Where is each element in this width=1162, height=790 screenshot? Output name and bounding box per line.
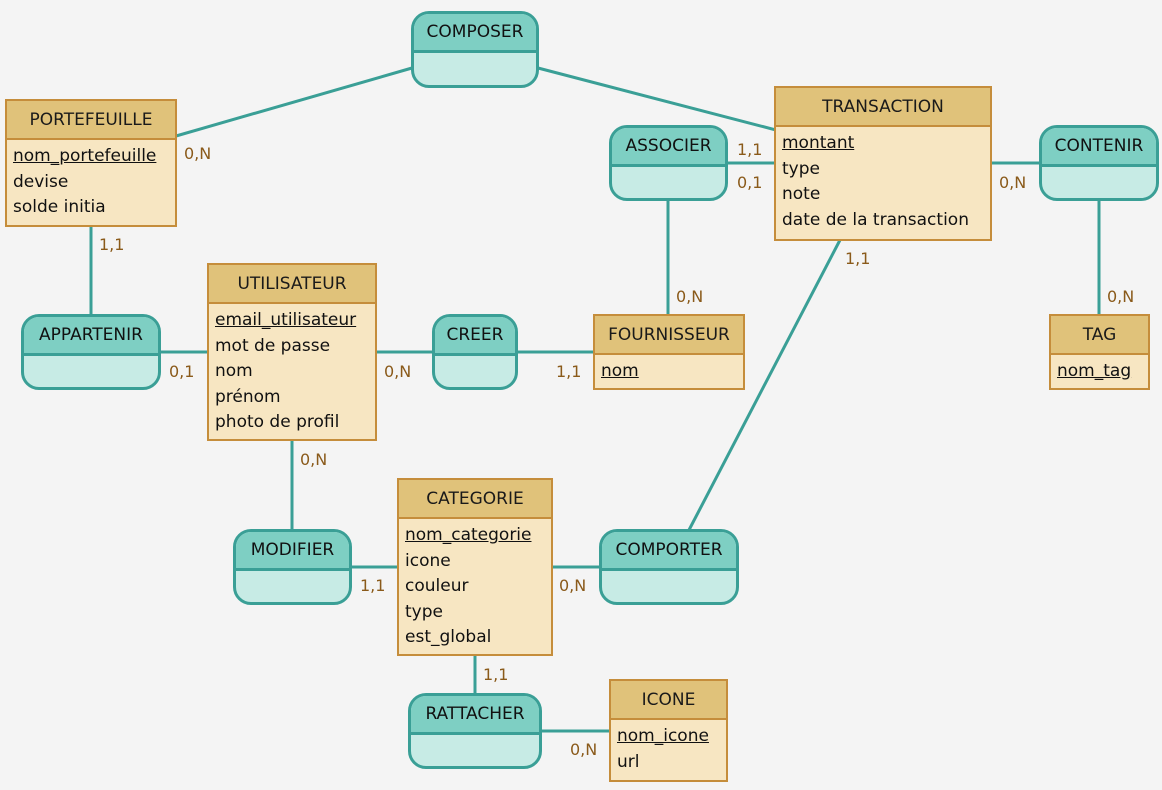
cardinality-fournisseur-creer: 1,1 xyxy=(556,362,582,381)
cardinality-fournisseur-associer: 0,N xyxy=(676,287,704,306)
attribute-key: nom xyxy=(601,361,639,381)
association-title: COMPORTER xyxy=(602,532,736,571)
cardinality-utilisateur-modifier: 0,N xyxy=(300,450,328,469)
association-title: CREER xyxy=(435,317,515,356)
cardinality-transaction-associer: 1,1 xyxy=(737,140,763,159)
association-appartenir[interactable]: APPARTENIR xyxy=(21,314,161,390)
association-associer[interactable]: ASSOCIER xyxy=(609,125,728,201)
association-rattacher[interactable]: RATTACHER xyxy=(408,693,542,769)
entity-title: PORTEFEUILLE xyxy=(7,101,175,140)
attribute: nom xyxy=(215,361,253,381)
attribute-key: nom_tag xyxy=(1057,361,1132,381)
association-title: APPARTENIR xyxy=(24,317,158,356)
attribute: est_global xyxy=(405,627,492,647)
attribute-key: nom_portefeuille xyxy=(13,146,157,166)
cardinality-tag-contenir: 0,N xyxy=(1107,287,1135,306)
attribute-key: nom_categorie xyxy=(405,525,532,545)
entity-title: CATEGORIE xyxy=(399,480,551,519)
cardinality-transaction-comporter: 1,1 xyxy=(845,249,871,268)
association-title: RATTACHER xyxy=(411,696,539,735)
attribute-list: email_utilisateur mot de passe nom préno… xyxy=(209,304,375,436)
entity-icone[interactable]: ICONE nom_icone url xyxy=(609,679,728,782)
attribute: url xyxy=(617,751,640,772)
cardinality-icone-rattacher: 0,N xyxy=(570,740,598,759)
cardinality-transaction-contenir: 0,N xyxy=(999,173,1027,192)
association-title: CONTENIR xyxy=(1042,128,1156,167)
attribute-list: montant type note date de la transaction xyxy=(776,127,990,233)
entity-transaction[interactable]: TRANSACTION montant type note date de la… xyxy=(774,86,992,241)
cardinality-utilisateur-appartenir: 0,1 xyxy=(169,362,195,381)
attribute-list: nom_categorie icone couleur type est_glo… xyxy=(399,519,551,651)
attribute: type xyxy=(405,601,443,622)
attribute: mot de passe xyxy=(215,335,331,356)
cardinality-categorie-comporter: 0,N xyxy=(559,576,587,595)
association-title: MODIFIER xyxy=(236,532,349,571)
cardinality-transaction-associer-lower: 0,1 xyxy=(737,173,763,192)
entity-title: UTILISATEUR xyxy=(209,265,375,304)
cardinality-utilisateur-creer: 0,N xyxy=(384,362,412,381)
attribute: type xyxy=(782,158,820,179)
attribute-list: nom_portefeuille devise solde initia xyxy=(7,140,175,221)
attribute: couleur xyxy=(405,576,469,596)
cardinality-categorie-rattacher: 1,1 xyxy=(483,665,509,684)
attribute: note xyxy=(782,184,821,204)
entity-title: TRANSACTION xyxy=(776,88,990,127)
attribute: date de la transaction xyxy=(782,209,969,230)
entity-title: TAG xyxy=(1051,316,1148,355)
attribute: solde initia xyxy=(13,197,106,217)
association-modifier[interactable]: MODIFIER xyxy=(233,529,352,605)
attribute: icone xyxy=(405,550,451,571)
attribute: photo de profil xyxy=(215,412,340,432)
cardinality-portefeuille-composer: 0,N xyxy=(184,144,212,163)
association-title: ASSOCIER xyxy=(612,128,725,167)
association-comporter[interactable]: COMPORTER xyxy=(599,529,739,605)
entity-title: FOURNISSEUR xyxy=(595,316,743,355)
entity-tag[interactable]: TAG nom_tag xyxy=(1049,314,1150,390)
attribute-key: nom_icone xyxy=(617,726,709,746)
entity-title: ICONE xyxy=(611,681,726,720)
link-composer-transaction xyxy=(537,66,777,132)
link-composer-portefeuille xyxy=(175,66,413,138)
attribute: prénom xyxy=(215,386,281,407)
cardinality-portefeuille-appartenir: 1,1 xyxy=(99,235,125,254)
attribute-key: montant xyxy=(782,133,855,153)
association-creer[interactable]: CREER xyxy=(432,314,518,390)
attribute-list: nom_tag xyxy=(1051,355,1148,385)
entity-portefeuille[interactable]: PORTEFEUILLE nom_portefeuille devise sol… xyxy=(5,99,177,227)
attribute: devise xyxy=(13,171,69,192)
attribute-key: email_utilisateur xyxy=(215,310,357,330)
link-comporter-transaction xyxy=(687,239,842,531)
entity-fournisseur[interactable]: FOURNISSEUR nom xyxy=(593,314,745,390)
entity-categorie[interactable]: CATEGORIE nom_categorie icone couleur ty… xyxy=(397,478,553,656)
association-title: COMPOSER xyxy=(414,14,536,53)
entity-utilisateur[interactable]: UTILISATEUR email_utilisateur mot de pas… xyxy=(207,263,377,441)
attribute-list: nom xyxy=(595,355,743,385)
cardinality-categorie-modifier: 1,1 xyxy=(360,576,386,595)
association-contenir[interactable]: CONTENIR xyxy=(1039,125,1159,201)
association-composer[interactable]: COMPOSER xyxy=(411,11,539,88)
attribute-list: nom_icone url xyxy=(611,720,726,775)
